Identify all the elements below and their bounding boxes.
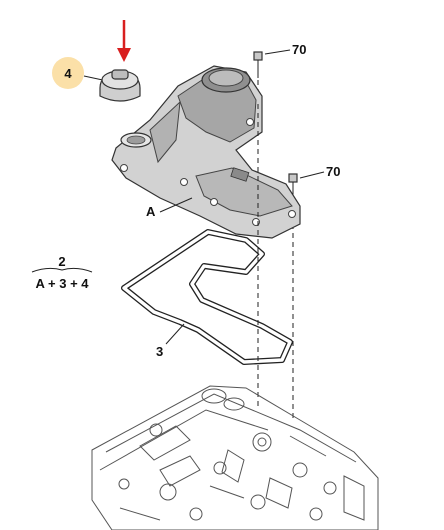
- leader-cover-a: [159, 197, 193, 213]
- cover-gasket: [121, 229, 293, 365]
- kit-brace: [31, 267, 93, 273]
- valve-cover: [111, 65, 301, 239]
- label-part-4: 4: [64, 66, 72, 81]
- label-kit-number: 2: [58, 254, 65, 269]
- label-cover-a: A: [146, 204, 156, 219]
- oil-filler-cap: [99, 69, 141, 102]
- label-bolt-right: 70: [326, 164, 340, 179]
- cylinder-head: [91, 385, 379, 530]
- leader-bolt-top: [264, 49, 291, 55]
- label-kit-formula: A + 3 + 4: [36, 276, 90, 291]
- leader-bolt-right: [299, 171, 325, 179]
- label-bolt-top: 70: [292, 42, 306, 57]
- leader-gasket: [165, 323, 185, 345]
- kit-legend: 2 A + 3 + 4: [31, 254, 93, 291]
- label-gasket: 3: [156, 344, 163, 359]
- part-4-highlight: [52, 57, 84, 89]
- red-arrow-icon: [117, 20, 131, 62]
